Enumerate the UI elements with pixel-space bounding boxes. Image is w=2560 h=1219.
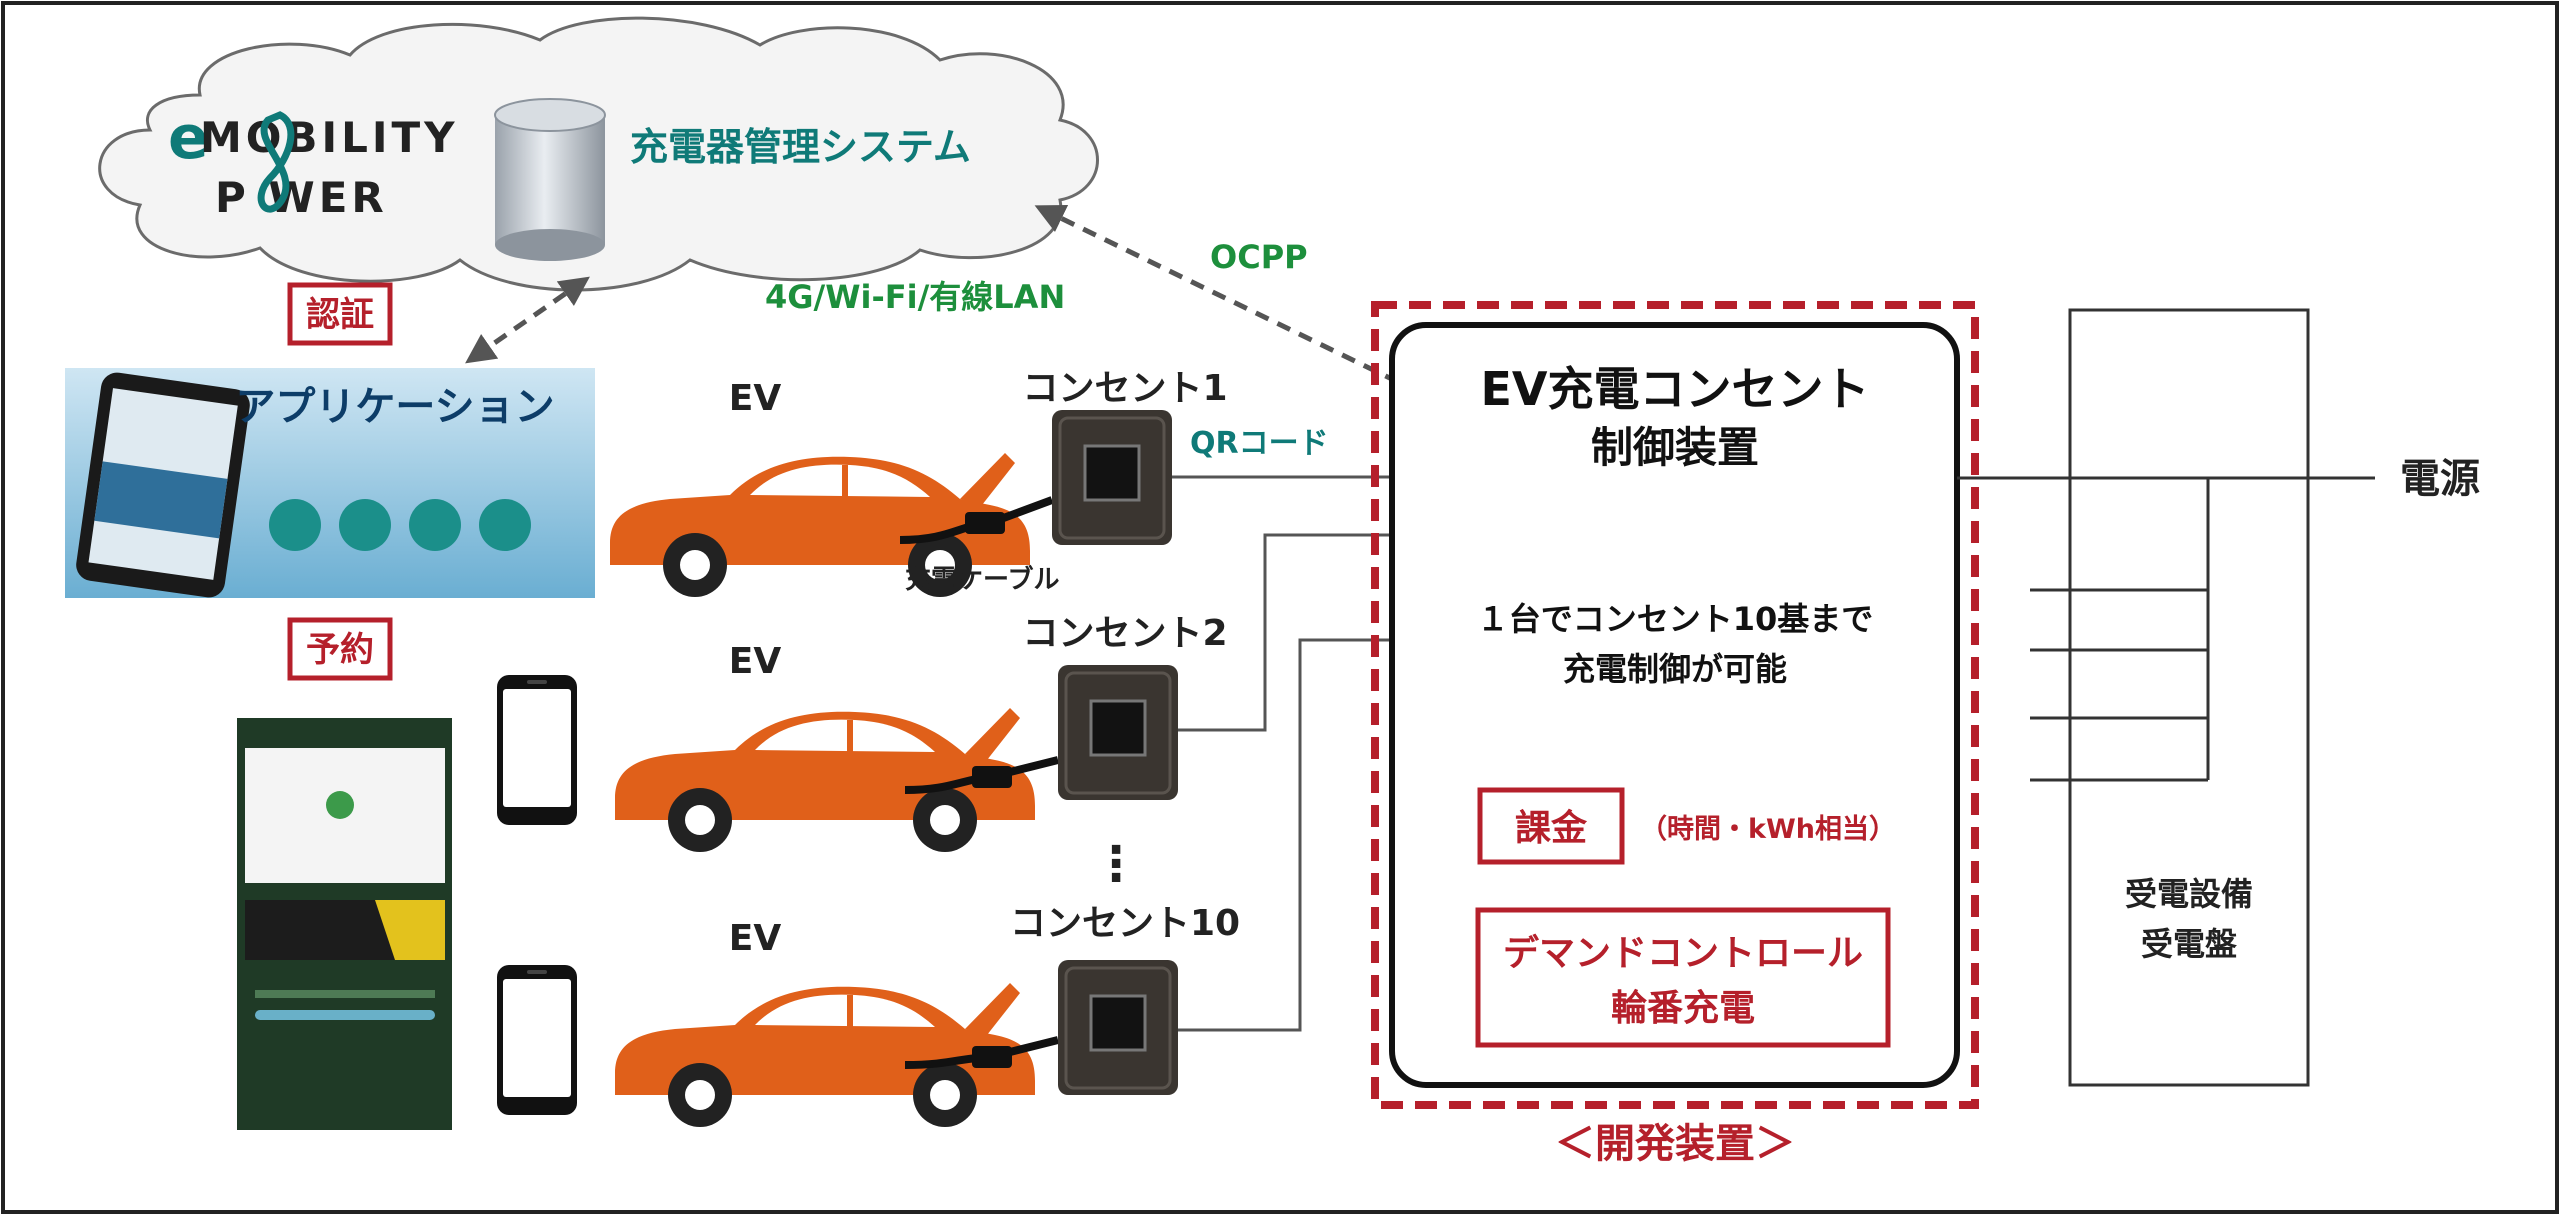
controller-title-line2: 制御装置	[1591, 423, 1759, 472]
power-equipment-line1: 受電設備	[2125, 875, 2253, 913]
app-cloud-link	[465, 276, 590, 364]
ev-label: EV	[729, 378, 782, 419]
controller-box	[1389, 322, 1960, 1088]
ev-label: EV	[729, 918, 782, 959]
ocpp-label: OCPP	[1210, 238, 1308, 276]
smartphone-icon	[497, 965, 577, 1115]
app-banner-phone	[76, 372, 250, 598]
development-device-boundary	[1371, 301, 1979, 1109]
outlet-wiring	[1172, 475, 1392, 1032]
svg-text:予約: 予約	[306, 630, 374, 670]
controller-desc-line2: 充電制御が可能	[1563, 650, 1787, 688]
charging-cable-label: 充電ケーブル	[905, 564, 1059, 595]
svg-text:課金: 課金	[1515, 807, 1588, 849]
power-equipment-line2: 受電盤	[2141, 925, 2237, 963]
logo-e: e	[168, 103, 209, 173]
logo-infinity-mark	[257, 111, 295, 213]
database-icon	[494, 98, 606, 261]
outlet-2-label: コンセント2	[1022, 613, 1227, 654]
qr-code-label: QRコード	[1190, 426, 1329, 461]
app-banner-title: アプリケーション	[235, 384, 554, 430]
logo-mobility-text: MOBILITY	[200, 113, 459, 162]
emobility-power-logo: e MOBILITY P WER	[168, 103, 459, 222]
smartphone-icon	[497, 675, 577, 825]
outlet-10-label: コンセント10	[1010, 903, 1240, 944]
controller-desc-line1: １台でコンセント10基まで	[1477, 600, 1874, 638]
logo-power-text: P WER	[215, 173, 388, 222]
billing-note: （時間・kWh相当）	[1640, 814, 1896, 845]
outlet-2	[1056, 663, 1180, 802]
outlet-ellipsis: ⋮	[1092, 836, 1140, 892]
app-feature-icon	[479, 499, 531, 551]
svg-text:認証: 認証	[306, 295, 374, 335]
demand-control-box: デマンドコントロール 輪番充電	[1475, 907, 1891, 1048]
billing-badge: 課金	[1477, 787, 1625, 865]
reservation-app-screen	[237, 718, 452, 1130]
outlet-1-label: コンセント1	[1022, 368, 1227, 409]
power-wiring	[1957, 476, 2375, 782]
power-source-label: 電源	[2400, 456, 2480, 502]
controller-title-line1: EV充電コンセント	[1480, 362, 1869, 416]
charger-management-system-label: 充電器管理システム	[630, 125, 971, 169]
demand-control-line2: 輪番充電	[1611, 987, 1755, 1029]
app-feature-icon	[339, 499, 391, 551]
auth-badge: 認証	[287, 282, 393, 346]
ev-label: EV	[729, 641, 782, 682]
outlet-1	[1050, 408, 1174, 547]
outlet-10	[1056, 958, 1180, 1097]
development-device-caption: ＜開発装置＞	[1555, 1121, 1795, 1167]
ocpp-link	[1034, 205, 1402, 386]
power-receiving-panel	[2068, 308, 2310, 1087]
charging-cables	[899, 496, 1059, 1069]
network-protocol-label: 4G/Wi-Fi/有線LAN	[765, 278, 1065, 316]
reserve-badge: 予約	[287, 617, 393, 681]
app-banner: アプリケーション	[65, 368, 595, 598]
app-feature-icon	[409, 499, 461, 551]
app-feature-icon	[269, 499, 321, 551]
demand-control-line1: デマンドコントロール	[1503, 932, 1863, 974]
